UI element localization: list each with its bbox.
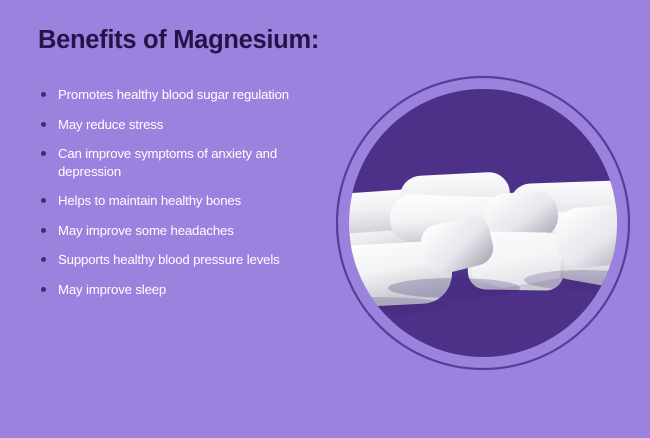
- list-item-label: Can improve symptoms of anxiety and depr…: [58, 146, 278, 179]
- list-item: May reduce stress: [38, 116, 310, 134]
- bullet-dot-icon: [41, 121, 46, 127]
- list-item-label: Helps to maintain healthy bones: [58, 193, 242, 208]
- outer-ring: [335, 75, 631, 371]
- list-item-label: Promotes healthy blood sugar regulation: [58, 87, 289, 102]
- bullet-dot-icon: [41, 286, 46, 292]
- list-item-label: Supports healthy blood pressure levels: [58, 252, 280, 267]
- list-item: Promotes healthy blood sugar regulation: [38, 86, 310, 104]
- list-item: Can improve symptoms of anxiety and depr…: [38, 145, 310, 180]
- list-item-label: May reduce stress: [58, 116, 164, 132]
- bullet-dot-icon: [41, 227, 46, 233]
- list-item: May improve some headaches: [38, 222, 310, 240]
- list-item-label: May improve some headaches: [58, 222, 234, 238]
- magnesium-tablets-graphic: [334, 74, 632, 372]
- list-item: Helps to maintain healthy bones: [38, 192, 310, 210]
- list-item: Supports healthy blood pressure levels: [38, 251, 310, 269]
- benefits-list: Promotes healthy blood sugar regulation …: [38, 86, 310, 298]
- bullet-dot-icon: [41, 92, 46, 97]
- bullet-dot-icon: [41, 198, 46, 203]
- bullet-dot-icon: [41, 257, 46, 262]
- list-item-label: May improve sleep: [58, 281, 167, 297]
- tablet-cluster: [349, 172, 617, 315]
- list-item: May improve sleep: [38, 281, 310, 299]
- bullet-dot-icon: [41, 151, 46, 156]
- page-title: Benefits of Magnesium:: [38, 26, 320, 54]
